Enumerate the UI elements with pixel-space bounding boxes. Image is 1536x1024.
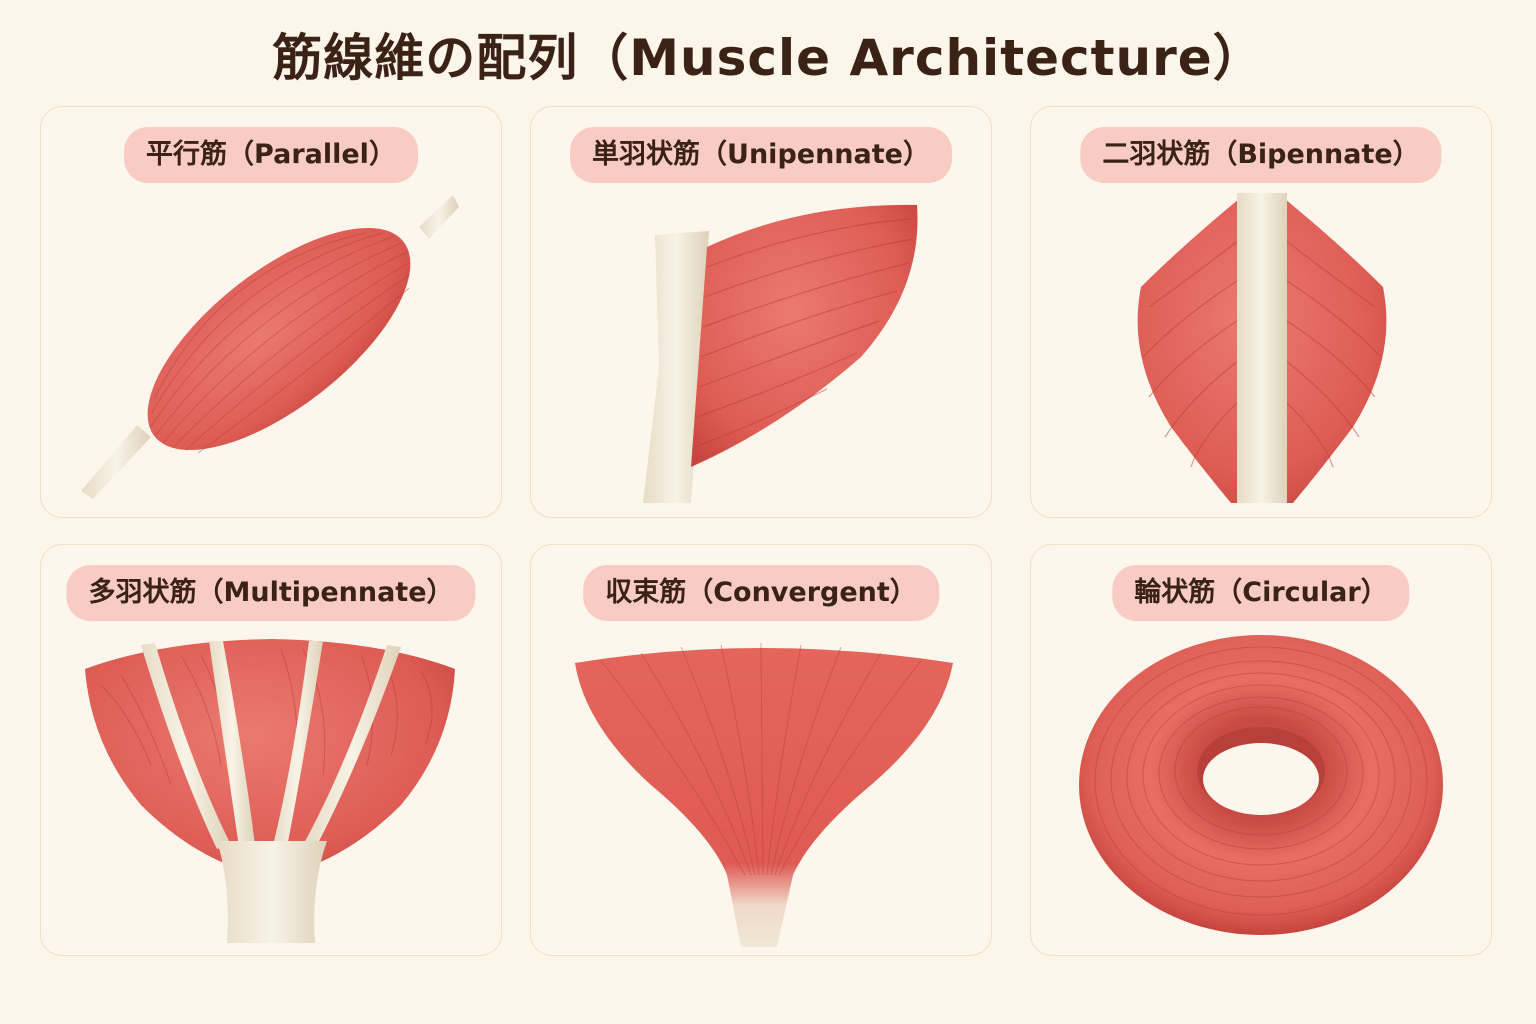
panel-unipennate: 単羽状筋（Unipennate）: [530, 106, 992, 518]
bipennate-muscle-illustration: [1137, 193, 1387, 503]
convergent-muscle-illustration: [575, 642, 953, 947]
panel-circular: 輪状筋（Circular）: [1030, 544, 1492, 956]
panel-multipennate: 多羽状筋（Multipennate）: [40, 544, 502, 956]
circular-muscle-illustration: [1079, 635, 1443, 935]
panel-convergent: 収束筋（Convergent）: [530, 544, 992, 956]
panel-label: 多羽状筋（Multipennate）: [66, 565, 476, 621]
unipennate-muscle-illustration: [643, 204, 918, 503]
multipennate-muscle-illustration: [85, 639, 455, 943]
panel-label: 二羽状筋（Bipennate）: [1080, 127, 1442, 183]
panel-bipennate: 二羽状筋（Bipennate）: [1030, 106, 1492, 518]
panel-label: 単羽状筋（Unipennate）: [570, 127, 952, 183]
panel-parallel: 平行筋（Parallel）: [40, 106, 502, 518]
panel-label: 輪状筋（Circular）: [1112, 565, 1410, 621]
page-title: 筋線維の配列（Muscle Architecture）: [272, 29, 1264, 87]
panel-label: 平行筋（Parallel）: [124, 127, 418, 183]
panel-label: 収束筋（Convergent）: [583, 565, 939, 621]
parallel-muscle-illustration: [81, 195, 459, 499]
